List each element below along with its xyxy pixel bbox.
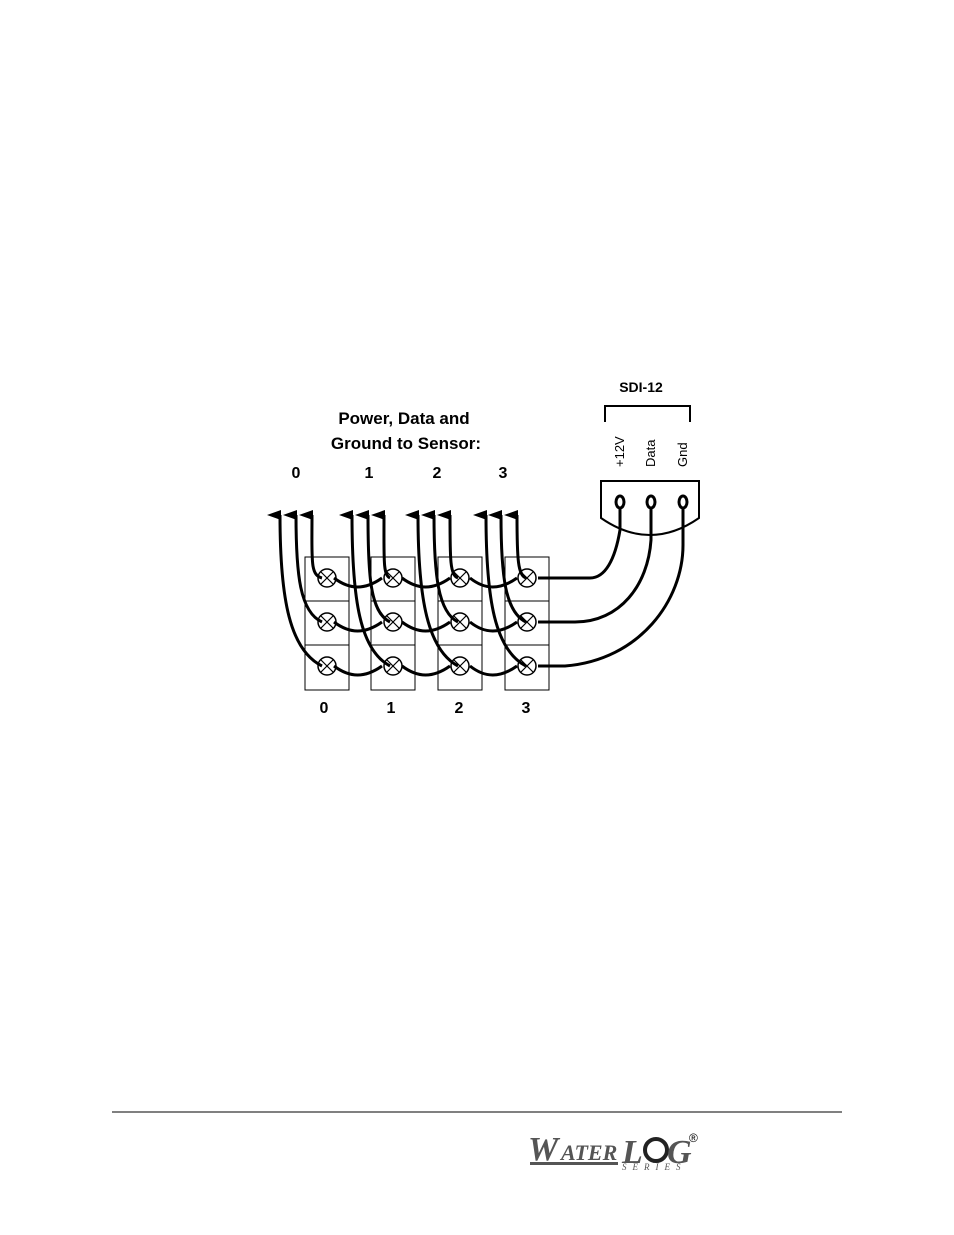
- sdi12-bracket: [605, 406, 690, 422]
- pin-12v: [616, 496, 624, 508]
- sensor-label-0: 0: [292, 465, 301, 482]
- diagram-heading-line1: Power, Data and: [338, 409, 469, 428]
- logo-drop-icon: [645, 1139, 667, 1161]
- pin-label-gnd: Gnd: [675, 442, 690, 467]
- screw-icon: [451, 657, 469, 675]
- screw-icon: [384, 657, 402, 675]
- waterlog-logo: W ATER L G ® SERIES: [528, 1131, 698, 1172]
- svg-text:SERIES: SERIES: [622, 1162, 687, 1172]
- sdi12-title: SDI-12: [619, 379, 663, 395]
- sensor-label-1: 1: [365, 465, 374, 482]
- pin-label-data: Data: [643, 439, 658, 467]
- svg-text:ATER: ATER: [559, 1140, 617, 1165]
- pin-label-12v: +12V: [612, 436, 627, 467]
- sensor-label-2: 2: [433, 465, 442, 482]
- pin-gnd: [679, 496, 687, 508]
- terminal-label-2: 2: [455, 700, 464, 717]
- screw-icon: [451, 613, 469, 631]
- diagram-heading-line2: Ground to Sensor:: [331, 434, 481, 453]
- screw-icon: [518, 613, 536, 631]
- screw-icon: [518, 657, 536, 675]
- terminal-label-3: 3: [522, 700, 531, 717]
- screw-icon: [384, 613, 402, 631]
- terminal-label-1: 1: [387, 700, 396, 717]
- sensor-label-3: 3: [499, 465, 508, 482]
- terminal-label-0: 0: [320, 700, 329, 717]
- pin-data: [647, 496, 655, 508]
- svg-text:®: ®: [689, 1131, 698, 1145]
